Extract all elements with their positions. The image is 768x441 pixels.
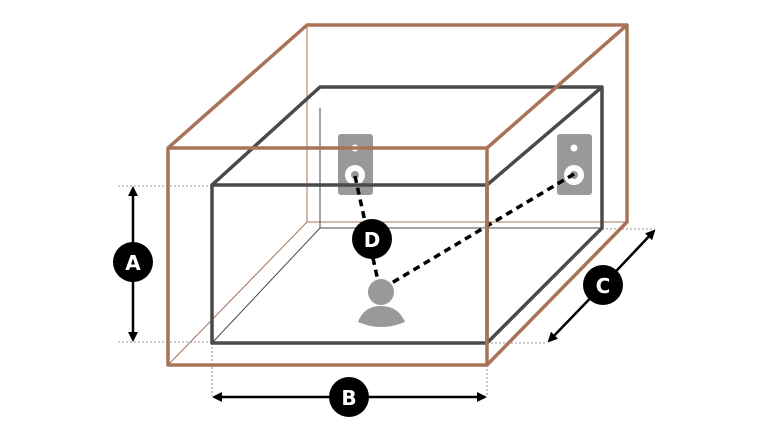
guide-lines — [118, 185, 655, 396]
label-b-marker: B — [329, 377, 369, 417]
label-d-marker: D — [352, 219, 392, 259]
inner-box — [210, 85, 604, 345]
label-a-marker: A — [113, 242, 153, 282]
person-icon — [358, 279, 405, 327]
outer-box — [166, 23, 629, 367]
label-a: A — [125, 251, 141, 275]
label-c: C — [596, 274, 611, 298]
speaker-icon — [557, 134, 592, 195]
label-b: B — [341, 386, 356, 410]
label-c-marker: C — [583, 265, 623, 305]
outer-box-back-edges — [167, 25, 627, 366]
label-d: D — [364, 228, 381, 252]
